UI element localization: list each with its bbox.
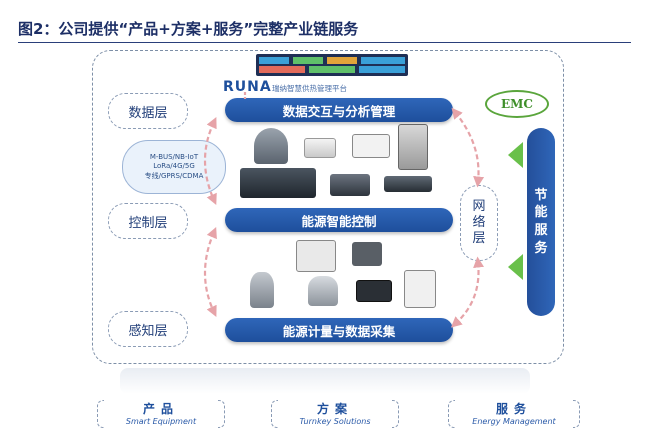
network-protocols-cloud: M-BUS/NB-IoT LoRa/4G/5G 专线/GPRS/CDMA [122,140,226,194]
energy-service-char: 节 [534,187,548,203]
footer-bracket [97,400,104,428]
footer-title: 服务 [495,402,532,416]
platform-screens [256,54,408,76]
network-char: 络 [472,214,486,230]
ultrasonic-meter-device-icon [308,276,338,306]
heat-exchanger-device-icon [240,168,316,198]
thermostat-device-icon [356,280,392,302]
footer-solutions: 方案 Turnkey Solutions [280,400,390,426]
energy-saving-service: 节 能 服 务 [527,128,555,316]
emc-logo: EMC [485,90,549,118]
valve-device-icon [254,128,288,164]
footer-shadow [120,368,530,394]
runa-logo: RUNA [223,79,272,95]
network-char: 网 [472,198,486,214]
footer-bracket [448,400,455,428]
chevron-left-icon [508,254,523,280]
panel-device-icon [352,242,382,266]
figure-caption: 图2：公司提供“产品+方案+服务”完整产业链服务 [18,20,359,38]
footer-bracket [573,400,580,428]
footer-title: 产品 [142,402,179,416]
display-meter-device-icon [296,240,336,272]
footer-subtitle: Turnkey Solutions [299,417,371,426]
footer-products: 产品 Smart Equipment [106,400,216,426]
energy-control-bar: 能源智能控制 [225,208,453,232]
chevron-left-icon [508,142,523,168]
footer-bracket [218,400,225,428]
footer-title: 方案 [316,402,353,416]
wall-box-device-icon [404,270,436,308]
energy-service-char: 务 [534,240,548,256]
energy-service-char: 能 [534,205,548,221]
footer-subtitle: Smart Equipment [125,417,197,426]
diagram-frame [92,50,564,364]
footer-subtitle: Energy Management [472,417,556,426]
flowmeter-device-icon [304,138,336,158]
energy-service-char: 服 [534,223,548,238]
data-management-bar: 数据交互与分析管理 [225,98,453,122]
caption-rule [18,42,631,43]
sensing-layer-label: 感知层 [108,311,188,347]
pipe-valve-device-icon [384,176,432,192]
metering-collection-bar: 能源计量与数据采集 [225,318,453,342]
platform-subtitle: 瑞纳智慧供热管理平台 [272,84,347,93]
footer-services: 服务 Energy Management [456,400,572,426]
footer-bracket [271,400,278,428]
protocol-line: LoRa/4G/5G [153,162,195,171]
pump-device-icon [330,174,370,196]
footer-bracket [392,400,399,428]
network-char: 层 [472,231,486,247]
protocol-line: 专线/GPRS/CDMA [144,171,204,180]
controller-device-icon [352,134,390,158]
protocol-line: M-BUS/NB-IoT [149,152,199,161]
data-layer-label: 数据层 [108,93,188,129]
network-layer-label: 网 络 层 [460,185,498,261]
cabinet-device-icon [398,124,428,170]
control-layer-label: 控制层 [108,203,188,239]
heat-meter-device-icon [250,272,274,308]
